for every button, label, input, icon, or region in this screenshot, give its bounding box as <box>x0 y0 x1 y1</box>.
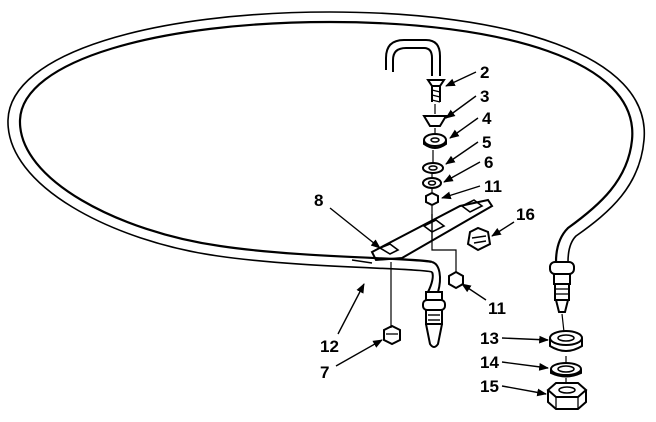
leader-16 <box>491 221 515 237</box>
leader-arrows <box>329 71 549 397</box>
hex-nut-15 <box>546 382 588 410</box>
leader-11a <box>441 185 481 200</box>
leader-11b <box>461 283 487 301</box>
nut-11-lower <box>448 270 464 290</box>
leader-5 <box>445 141 479 165</box>
nut-7 <box>383 324 401 346</box>
hook-bolt <box>385 39 446 103</box>
callout-2: 2 <box>480 63 489 82</box>
leader-2 <box>445 71 477 87</box>
leader-13 <box>501 335 549 344</box>
washer-4 <box>423 133 447 149</box>
leader-3 <box>445 95 477 119</box>
bracket-8 <box>370 198 494 262</box>
callout-11-upper: 11 <box>484 177 502 196</box>
leader-7 <box>335 339 383 367</box>
callout-4: 4 <box>482 109 492 128</box>
leader-6 <box>443 161 481 183</box>
callout-7: 7 <box>320 363 329 382</box>
nut-11-upper <box>425 191 439 207</box>
clip-16 <box>466 226 492 252</box>
callout-13: 13 <box>480 329 499 348</box>
leader-12 <box>337 283 365 335</box>
callout-12: 12 <box>320 337 339 356</box>
callout-11-lower: 11 <box>488 299 506 318</box>
washer-14 <box>550 362 582 378</box>
callout-6: 6 <box>484 153 493 172</box>
callout-5: 5 <box>482 133 491 152</box>
left-terminal <box>422 291 446 348</box>
guide-lines <box>390 104 567 382</box>
cone-washer-3 <box>422 115 448 127</box>
callout-16: 16 <box>516 205 535 224</box>
gasket-13 <box>549 330 583 352</box>
callout-labels: 2 3 4 5 6 11 16 8 11 12 7 13 14 15 <box>314 63 535 396</box>
leader-4 <box>449 117 479 139</box>
washer-5 <box>422 162 444 174</box>
callout-14: 14 <box>480 353 499 372</box>
callout-15: 15 <box>480 377 499 396</box>
washer-6 <box>422 177 442 189</box>
right-terminal <box>549 261 575 313</box>
heating-element <box>7 11 645 293</box>
leader-15 <box>501 385 547 397</box>
callout-3: 3 <box>480 87 489 106</box>
callout-8: 8 <box>314 191 323 210</box>
leader-14 <box>501 361 549 371</box>
leader-8 <box>329 207 381 249</box>
